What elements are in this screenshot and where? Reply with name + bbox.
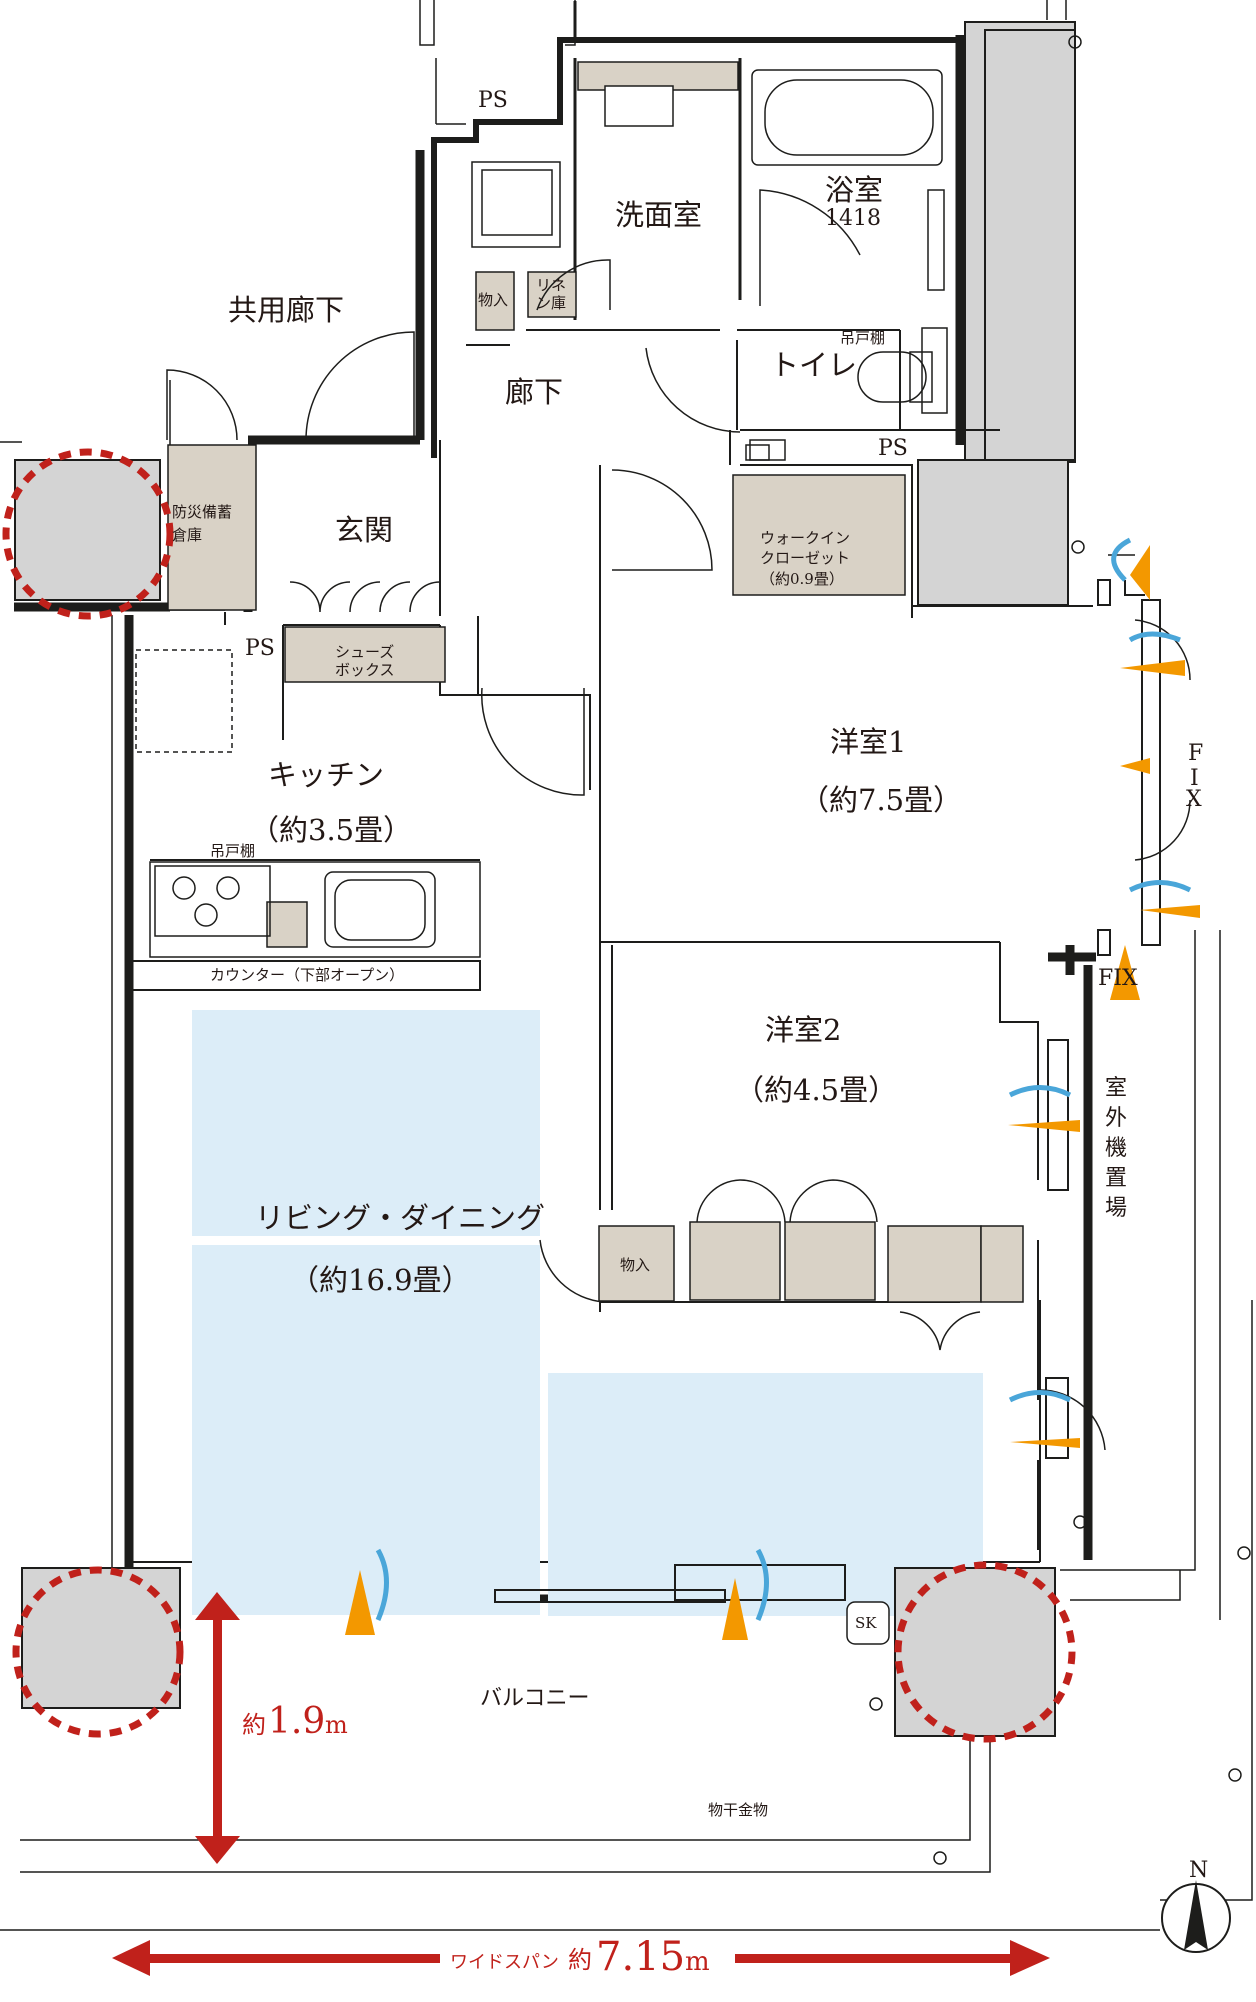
wic-label-1: ウォークイン <box>760 529 850 547</box>
right-structure <box>917 21 1076 606</box>
living-furniture-areas <box>192 1010 983 1616</box>
drying-hardware-label: 物干金物 <box>708 1801 768 1819</box>
outdoor-unit-label-1: 室 <box>1105 1076 1127 1101</box>
depth-unit: m <box>325 1711 348 1739</box>
ventilation-marks <box>345 537 1200 1640</box>
span-label: ワイドスパン <box>450 1952 559 1973</box>
wic-label-2: クローゼット <box>760 549 850 567</box>
fix-label-2: FIX <box>1098 966 1138 991</box>
kitchen-fixtures <box>135 649 481 958</box>
disaster-label-2: 倉庫 <box>172 526 202 544</box>
room2-label: 洋室2 <box>765 1013 841 1047</box>
hanging-shelf-kitchen-label: 吊戸棚 <box>210 842 255 860</box>
ps-entrance-label: PS <box>245 636 275 661</box>
depth-arrow <box>195 1592 240 1864</box>
sk-box <box>846 1601 890 1645</box>
fix-label-1a: F <box>1188 741 1203 766</box>
pillar-highlight-circle <box>2 448 174 620</box>
balcony-label: バルコニー <box>480 1686 590 1711</box>
bath-size-label: 1418 <box>825 206 881 231</box>
corridor-label: 廊下 <box>505 375 563 409</box>
pillar-highlight-circle <box>894 1561 1076 1743</box>
misc-markers <box>869 35 1251 1865</box>
shoebox-label-2: ボックス <box>335 661 395 679</box>
structural-pillars <box>2 448 1076 1743</box>
depth-prefix: 約 <box>242 1711 266 1739</box>
storage-small-label: 物入 <box>478 291 508 309</box>
room1-size-label: （約7.5畳） <box>800 783 962 817</box>
span-unit: m <box>685 1947 710 1977</box>
north-label: N <box>1189 1858 1208 1883</box>
span-arrow <box>112 1940 1050 1976</box>
span-prefix: 約 <box>568 1946 592 1974</box>
kitchen-size-label: （約3.5畳） <box>250 813 412 847</box>
outdoor-unit-label-5: 場 <box>1105 1196 1127 1221</box>
span-value: 7.15 <box>596 1934 685 1980</box>
exterior-walls <box>14 1 1096 1602</box>
outdoor-unit-label-2: 外 <box>1105 1106 1127 1131</box>
disaster-label-1: 防災備蓄 <box>172 503 232 521</box>
kitchen-label: キッチン <box>268 758 384 792</box>
bathroom-label: 浴室 <box>825 173 883 207</box>
hanging-shelf-toilet-label: 吊戸棚 <box>840 329 885 347</box>
wic-label-3: （約0.9畳） <box>760 570 844 588</box>
toilet-label: トイレ <box>770 348 857 382</box>
living-label: リビング・ダイニング <box>255 1201 545 1235</box>
north-compass <box>1161 1880 1231 1953</box>
depth-value: 1.9 <box>268 1701 325 1742</box>
washroom-label: 洗面室 <box>615 198 702 232</box>
room1-label: 洋室1 <box>830 725 906 759</box>
toilet-fixture <box>749 327 948 461</box>
ps-toilet-label: PS <box>878 436 908 461</box>
entrance-label: 玄関 <box>335 513 393 547</box>
storage-units <box>167 61 1024 1303</box>
room2-size-label: （約4.5畳） <box>735 1073 897 1107</box>
fix-label-1b: I <box>1190 766 1199 791</box>
common-corridor-label: 共用廊下 <box>228 293 344 327</box>
pillar-highlight-circle <box>12 1566 184 1738</box>
outdoor-unit-label-3: 機 <box>1105 1136 1127 1161</box>
storage-living-label: 物入 <box>620 1256 650 1274</box>
bathtub <box>751 69 945 291</box>
fix-label-1c: X <box>1186 787 1202 812</box>
outdoor-unit-label-4: 置 <box>1105 1166 1127 1191</box>
linen-label-2: ン庫 <box>536 294 566 312</box>
shoebox-label-1: シューズ <box>335 643 394 661</box>
counter-label: カウンター（下部オープン） <box>210 966 404 984</box>
doors <box>166 189 1191 1451</box>
linen-label-1: リネ <box>536 276 566 294</box>
ps-top-label: PS <box>478 88 508 113</box>
sk-label: SK <box>855 1614 877 1632</box>
living-size-label: （約16.9畳） <box>290 1263 471 1297</box>
